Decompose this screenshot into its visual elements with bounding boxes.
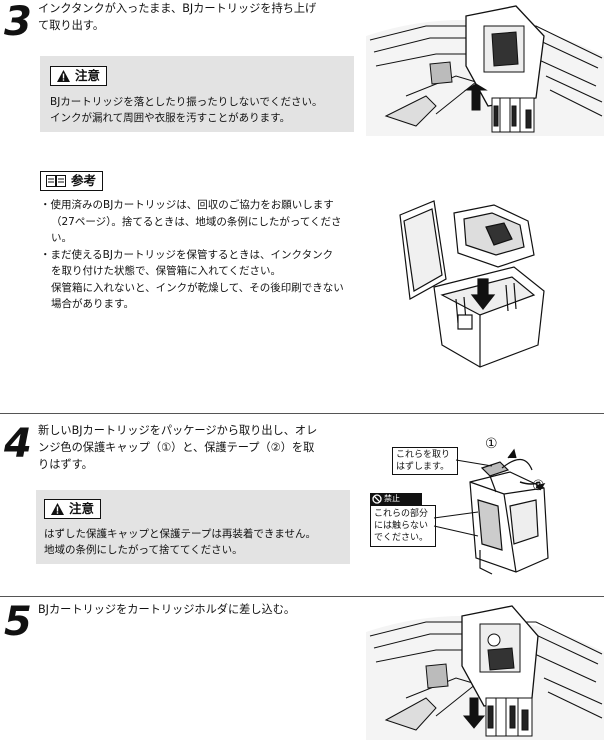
note-bullet-1-line-3: い。 [51,232,72,244]
note-bullet-2-line-3: 保管箱に入れないと、インクが乾燥して、その後印刷できない [51,281,344,294]
step-4-line-3: りはずす。 [38,458,93,471]
callout-do-not-touch-line-3: でください。 [374,533,429,543]
callout-remove-line-1: これらを取り [396,450,451,460]
step-5-instruction: BJカートリッジをカートリッジホルダに差し込む。 [38,601,358,618]
caution-badge: 注意 [50,66,108,86]
caution-line-1: はずした保護キャップと保護テープは再装着できません。 [44,528,317,540]
prohibited-badge: 禁止 [370,493,422,505]
figure-new-cartridge [469,448,549,575]
book-icon [46,175,66,187]
step-3-line-2: て取り出す。 [38,19,105,32]
warning-icon [57,70,70,82]
callout-do-not-touch-leader [433,511,479,537]
step-4-caution-box: 注意 はずした保護キャップと保護テープは再装着できません。 地域の条例にしたがっ… [36,490,350,564]
caution-line-2: 地域の条例にしたがって捨ててください。 [44,544,243,556]
callout-remove-line-2: はずします。 [396,462,450,472]
note-badge: 参考 [40,171,104,191]
prohibited-icon [372,494,382,504]
callout-remove-leader [455,459,493,467]
step-5-line-1: BJカートリッジをカートリッジホルダに差し込む。 [38,603,296,616]
note-bullet-2-line-1: ・まだ使えるBJカートリッジを保管するときは、インクタンク [40,248,334,261]
prohibited-label: 禁止 [384,494,400,503]
step-4-number: 4 [4,421,32,467]
figure-insert-cartridge [366,605,604,740]
marker-1: ① [485,436,498,452]
callout-remove: これらを取り はずします。 [392,447,458,475]
step-3-caution-box: 注意 BJカートリッジを落としたり振ったりしないでください。 インクが漏れて周囲… [40,56,354,132]
section-divider-1 [0,413,604,414]
caution-line-1: BJカートリッジを落としたり振ったりしないでください。 [50,96,323,108]
callout-do-not-touch: これらの部分 には触らない でください。 [370,505,436,547]
caution-label: 注意 [75,68,101,83]
note-bullet-2-line-2: を取り付けた状態で、保管箱に入れてください。 [51,265,281,277]
note-bullet-1-line-1: ・使用済みのBJカートリッジは、回収のご協力をお願いします [40,199,334,211]
caution-label: 注意 [69,501,95,516]
step-4-line-2: ンジ色の保護キャップ（①）と、保護テープ（②）を取 [38,441,315,454]
callout-do-not-touch-line-2: には触らない [374,521,429,531]
step-3-instruction: インクタンクが入ったまま、BJカートリッジを持ち上げ て取り出す。 [38,0,358,34]
step-3-line-1: インクタンクが入ったまま、BJカートリッジを持ち上げ [38,2,317,15]
caution-line-2: インクが漏れて周囲や衣服を汚すことがあります。 [50,112,291,124]
step-3-number: 3 [4,0,32,45]
note-body: ・使用済みのBJカートリッジは、回収のご協力をお願いします （27ページ）。捨て… [40,197,360,313]
warning-icon [51,503,64,515]
caution-badge: 注意 [44,499,102,519]
step-4-instruction: 新しいBJカートリッジをパッケージから取り出し、オレ ンジ色の保護キャップ（①）… [38,422,358,473]
figure-remove-cartridge [366,5,604,136]
marker-2: ② [532,478,545,494]
figure-storage-box [399,200,545,368]
step-4-line-1: 新しいBJカートリッジをパッケージから取り出し、オレ [38,424,318,437]
step-5-number: 5 [4,599,32,645]
note-label: 参考 [71,173,97,188]
note-bullet-2-line-4: 場合があります。 [51,298,134,310]
section-divider-2 [0,596,604,597]
callout-do-not-touch-line-1: これらの部分 [374,509,429,519]
note-bullet-1-line-2: （27ページ）。捨てるときは、地域の条例にしたがってくださ [51,215,342,228]
